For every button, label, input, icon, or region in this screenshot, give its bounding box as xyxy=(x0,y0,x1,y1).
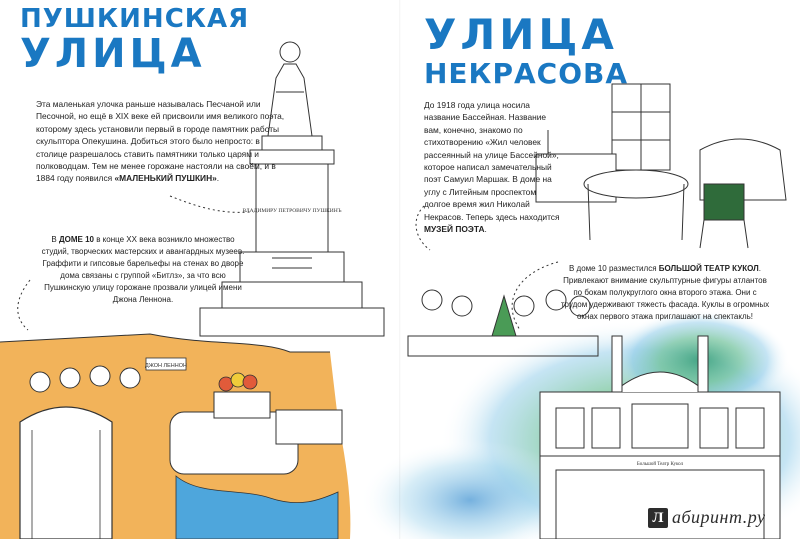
portrait-relief xyxy=(59,367,81,389)
portrait-relief xyxy=(29,371,51,393)
paragraph-text: в конце XX века возникло множество студи… xyxy=(41,235,245,304)
portrait-relief xyxy=(119,367,141,389)
street-sign-text: ДЖОН ЛЕННОН xyxy=(145,363,187,369)
page-title-left-line2: УЛИЦА xyxy=(20,31,206,77)
dotted-arrow xyxy=(17,279,31,331)
pushkinskaya-paragraph: Эта маленькая улочка раньше называлась П… xyxy=(36,98,288,185)
dotted-arrow xyxy=(511,261,559,331)
paragraph-bold: БОЛЬШОЙ ТЕАТР КУКОЛ xyxy=(658,264,759,273)
puppets xyxy=(407,289,599,357)
portrait-relief xyxy=(89,365,111,387)
paragraph-end: . xyxy=(484,224,487,235)
paragraph-text: До 1918 года улица носила название Бассе… xyxy=(424,100,560,222)
paragraph-end: . xyxy=(216,173,220,184)
page-title-right-line2: НЕКРАСОВА xyxy=(424,57,629,90)
dotted-arrow xyxy=(169,195,251,213)
paragraph-text: Эта маленькая улочка раньше называлась П… xyxy=(36,99,285,184)
paragraph-bold: МУЗЕЙ ПОЭТА xyxy=(424,224,485,235)
pushkin-monument xyxy=(199,41,385,337)
courtyard-wall xyxy=(0,333,351,539)
museum-room xyxy=(535,83,787,249)
paragraph-bold: «МАЛЕНЬКИЙ ПУШКИН» xyxy=(114,173,217,184)
paragraph-pre: В xyxy=(51,235,59,244)
paragraph-text: . Привлекают внимание скульптурные фигур… xyxy=(560,264,770,321)
nekrasova-paragraph: До 1918 года улица носила название Бассе… xyxy=(424,99,564,235)
page-title-right-line1: УЛИЦА xyxy=(424,10,618,59)
labirint-watermark: Л абиринт.ру xyxy=(648,507,765,528)
book-gutter xyxy=(399,0,401,539)
house-10-paragraph: В ДОМЕ 10 в конце XX века возникло множе… xyxy=(38,234,248,306)
puppet-theatre-paragraph: В доме 10 разместился БОЛЬШОЙ ТЕАТР КУКО… xyxy=(560,263,770,323)
watermark-badge: Л xyxy=(648,507,668,528)
paragraph-bold: ДОМЕ 10 xyxy=(58,235,94,244)
paragraph-pre: В доме 10 разместился xyxy=(569,264,659,273)
theatre-sign-text: Большой Театр Кукол xyxy=(637,462,684,467)
watermark-text: абиринт.ру xyxy=(672,507,766,527)
monument-inscription: ВЛАДИМИРУ ПЕТРОВИЧУ ПУШКИНЪ xyxy=(242,208,341,214)
watercolor-splash-blue xyxy=(360,440,580,539)
dotted-arrow xyxy=(415,205,431,251)
page-title-left-line1: ПУШКИНСКАЯ xyxy=(20,4,250,34)
